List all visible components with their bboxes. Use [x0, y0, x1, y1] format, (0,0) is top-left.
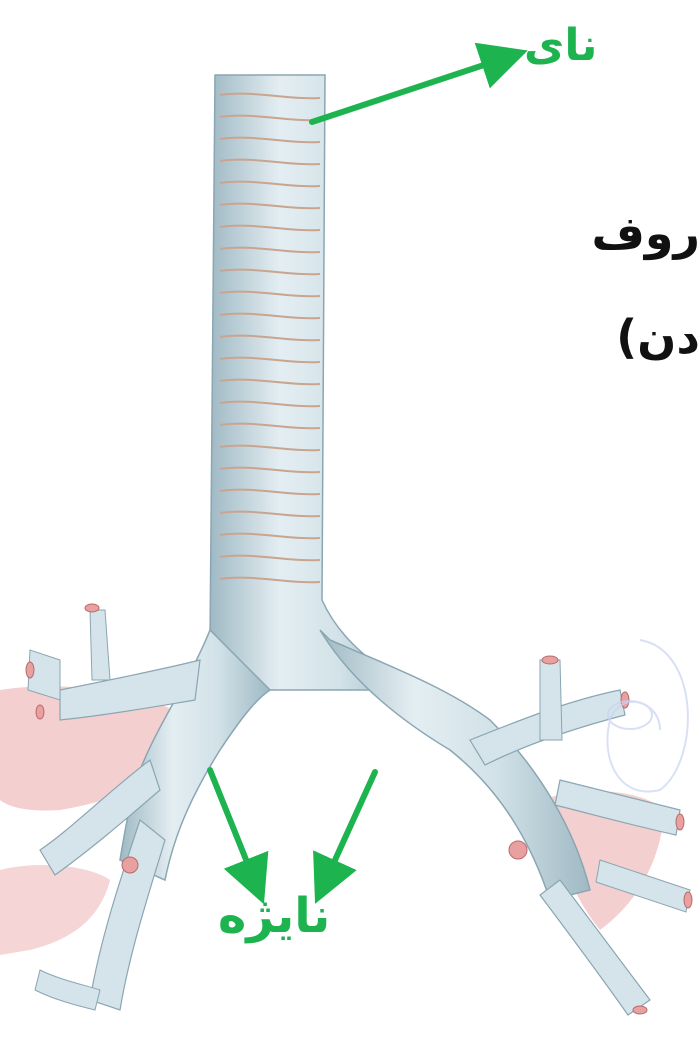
partial-text-line-1: روف: [591, 206, 700, 260]
bronchi-arrow-left: [210, 770, 255, 882]
trachea-arrow: [312, 58, 505, 122]
partial-text-line-2: دن): [616, 310, 700, 364]
left-main-bronchus: [28, 610, 270, 1010]
trachea: [210, 75, 410, 690]
partial-text-clip: روف دن): [560, 180, 700, 380]
bronchi-arrow-right: [325, 772, 375, 882]
right-main-bronchus: [320, 630, 690, 1015]
trachea-label: نای: [524, 20, 597, 71]
bronchi-label: نایژه: [218, 888, 330, 944]
